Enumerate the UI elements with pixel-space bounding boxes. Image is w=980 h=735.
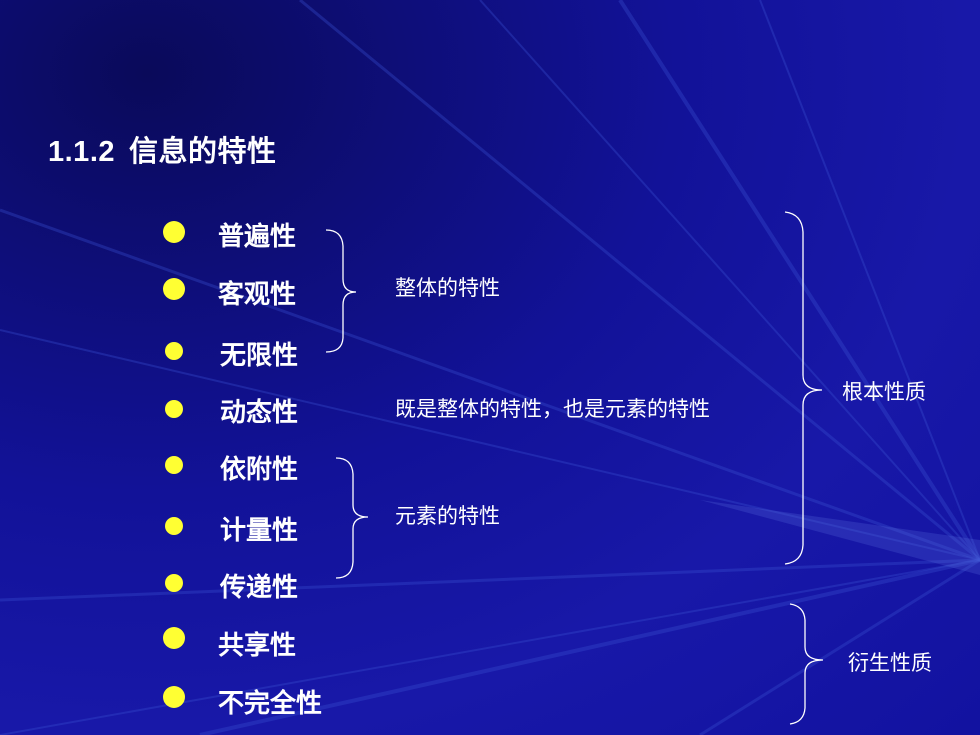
list-item-measurability: 计量性 xyxy=(220,516,299,546)
bullet-icon xyxy=(163,627,185,649)
bullet-icon xyxy=(163,278,185,300)
list-item-transmissibility: 传递性 xyxy=(220,573,299,603)
list-item-universality: 普遍性 xyxy=(218,222,297,252)
page-title: 1.1.2 信息的特性 xyxy=(48,128,277,170)
bullet-icon xyxy=(165,574,183,592)
section-number: 1.1.2 xyxy=(48,136,115,168)
bullet-icon xyxy=(163,686,185,708)
brace-whole xyxy=(325,229,357,353)
list-item-infinity: 无限性 xyxy=(220,341,299,371)
section-title: 信息的特性 xyxy=(129,134,277,168)
bullet-icon xyxy=(163,221,185,243)
bullet-icon xyxy=(165,342,183,360)
note-fundamental: 根本性质 xyxy=(842,380,926,404)
note-derived: 衍生性质 xyxy=(848,651,932,675)
list-item-incompleteness: 不完全性 xyxy=(218,689,323,719)
list-item-objectivity: 客观性 xyxy=(218,280,297,310)
list-item-dynamics: 动态性 xyxy=(220,398,299,428)
brace-element xyxy=(335,457,369,579)
brace-derived xyxy=(789,603,824,725)
note-both-property: 既是整体的特性，也是元素的特性 xyxy=(395,397,710,421)
list-item-dependency: 依附性 xyxy=(220,455,299,485)
bullet-icon xyxy=(165,400,183,418)
bullet-icon xyxy=(165,456,183,474)
list-item-shareability: 共享性 xyxy=(218,631,297,661)
bullet-icon xyxy=(165,517,183,535)
note-whole-property: 整体的特性 xyxy=(395,276,500,300)
note-element-property: 元素的特性 xyxy=(395,504,500,528)
brace-fundamental xyxy=(784,211,823,565)
